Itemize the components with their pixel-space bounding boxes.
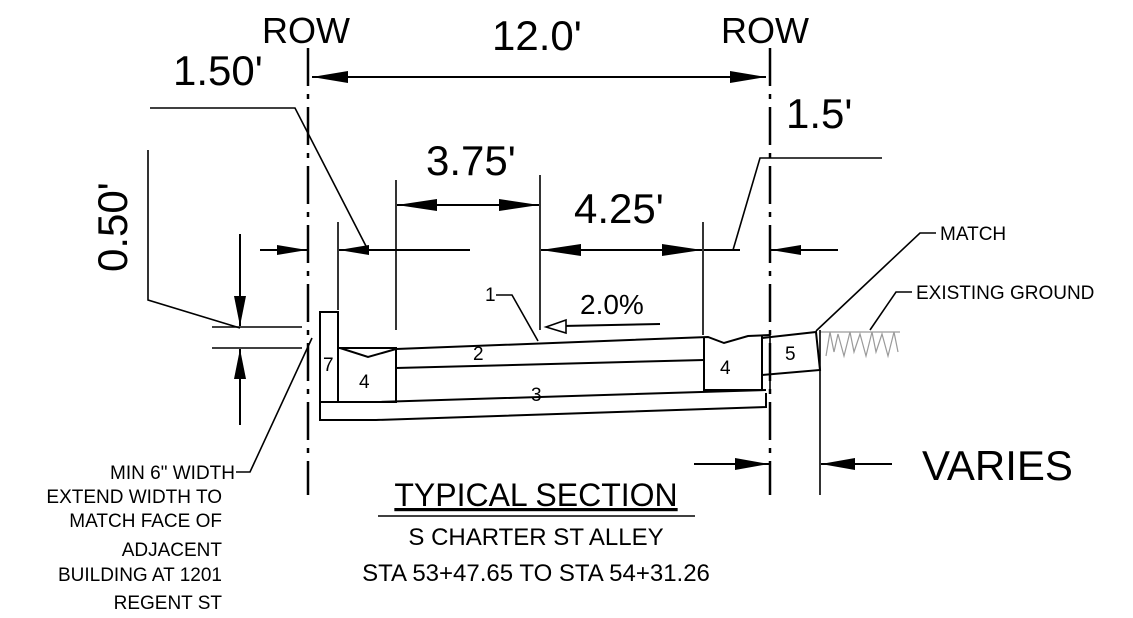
varies-label: VARIES (922, 442, 1073, 489)
dim-right-lane-label: 4.25' (574, 185, 664, 232)
callout-1: 1 (485, 285, 496, 306)
dim-right-offset-line (704, 157, 882, 255)
dim-left-offset-label: 1.50' (173, 47, 263, 94)
existing-ground-note: EXISTING GROUND (916, 283, 1094, 304)
building-note-line-4: ADJACENT (122, 540, 223, 561)
callout-5: 5 (785, 344, 796, 365)
match-note: MATCH (940, 224, 1006, 245)
callout-7: 7 (323, 355, 334, 376)
dim-left-offset-line (150, 107, 470, 310)
section-subtitle: S CHARTER ST ALLEY (408, 524, 663, 551)
dim-varies-line (694, 458, 892, 470)
dim-total-line (312, 71, 766, 83)
leader-lines (236, 232, 936, 517)
building-note-line-2: EXTEND WIDTH TO (46, 487, 222, 508)
pavement-section (319, 311, 822, 421)
building-note-line-5: BUILDING AT 1201 (58, 565, 222, 586)
dim-left-lane-label: 3.75' (426, 137, 516, 184)
row-right-label: ROW (721, 10, 809, 51)
building-note: MIN 6" WIDTH EXTEND WIDTH TO MATCH FACE … (46, 463, 235, 614)
dim-height-line (147, 150, 302, 425)
row-left-label: ROW (262, 10, 350, 51)
slope-arrow (543, 318, 661, 335)
building-note-line-6: REGENT ST (114, 593, 223, 614)
dim-left-lane-line (395, 175, 541, 330)
callout-4-right: 4 (720, 358, 731, 379)
dim-height-label: 0.50' (89, 182, 136, 272)
callout-2: 2 (473, 344, 484, 365)
slope-label: 2.0% (580, 289, 644, 320)
callout-4-left: 4 (359, 372, 370, 393)
station-range: STA 53+47.65 TO STA 54+31.26 (362, 560, 710, 587)
row-centerlines (306, 48, 772, 495)
dim-right-offset-label: 1.5' (786, 90, 852, 137)
building-note-line-1: MIN 6" WIDTH (110, 463, 235, 484)
existing-ground-hatch (819, 330, 900, 495)
dim-right-lane-line (541, 222, 704, 335)
dim-total-label: 12.0' (492, 12, 582, 59)
building-note-line-3: MATCH FACE OF (69, 511, 222, 532)
callout-3: 3 (531, 385, 542, 406)
section-title: TYPICAL SECTION (394, 477, 677, 513)
